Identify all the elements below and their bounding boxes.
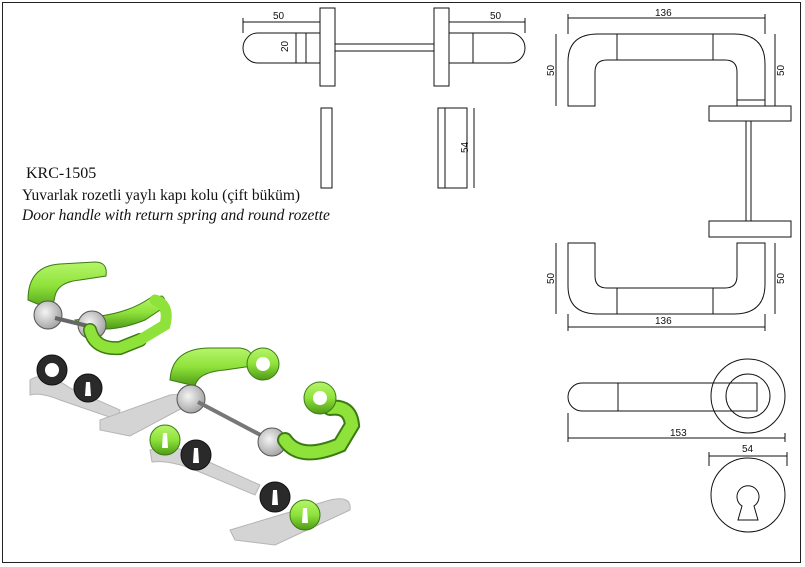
top-view-left-rozette	[319, 7, 336, 87]
product-title-tr: Yuvarlak rozetli yaylı kapı kolu (çift b…	[22, 187, 301, 204]
dim-top-left-height: 20	[280, 40, 291, 52]
exploded-illustration	[27, 261, 361, 546]
keyhole-rozette	[708, 452, 788, 533]
dim-rozette-side: 54	[460, 141, 471, 153]
front-view-top-handle	[555, 14, 776, 107]
dim-handle-height-bottom-left: 50	[546, 272, 557, 284]
dim-handle-height-top-right: 50	[776, 64, 787, 76]
side-rozette-left	[320, 107, 333, 189]
top-view-right-grip	[448, 32, 526, 64]
front-view-bottom-handle	[555, 242, 776, 331]
front-view-rozette-assembly	[708, 99, 792, 244]
dim-top-left-length: 50	[273, 11, 285, 22]
dim-handle-width-top: 136	[655, 8, 672, 19]
keyhole-icon	[736, 485, 760, 521]
dim-side-length: 153	[670, 428, 687, 439]
dim-handle-height-bottom-right: 50	[776, 272, 787, 284]
dim-rozette-diameter: 54	[742, 444, 754, 455]
top-view-right-rozette	[433, 7, 450, 87]
dim-handle-width-bottom: 136	[655, 316, 672, 327]
side-rozette-right	[437, 107, 468, 189]
side-rozettes	[320, 107, 475, 189]
top-view-left-grip	[242, 32, 321, 64]
product-code: KRC-1505	[26, 165, 97, 182]
dim-handle-height-top-left: 50	[546, 64, 557, 76]
side-view	[567, 358, 786, 442]
top-view-spindle	[334, 43, 435, 52]
product-title-en: Door handle with return spring and round…	[22, 207, 330, 224]
dim-top-right-length: 50	[490, 11, 502, 22]
top-view	[242, 7, 526, 87]
